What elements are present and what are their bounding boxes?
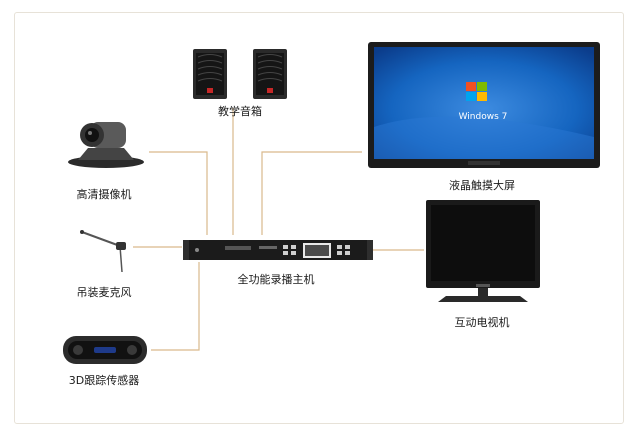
sensor-device [62, 334, 148, 366]
microphone-device [80, 228, 136, 274]
wire-camera [149, 151, 208, 235]
tv-label: 互动电视机 [454, 316, 510, 329]
wire-touchscreen [261, 151, 362, 235]
windows-version: 7 [501, 112, 508, 122]
windows-brand: Windows [458, 112, 499, 122]
sensor-label: 3D跟踪传感器 [68, 374, 140, 387]
recorder-host [183, 238, 373, 262]
recorder-label: 全功能录播主机 [237, 273, 315, 286]
microphone-label: 吊装麦克风 [76, 286, 132, 299]
speaker-right [252, 48, 288, 100]
speaker-left [192, 48, 228, 100]
camera-label: 高清摄像机 [76, 188, 132, 201]
camera-device [64, 118, 146, 170]
wire-sensor [151, 262, 200, 351]
touchscreen-label: 液晶触摸大屏 [449, 179, 515, 192]
speakers-label: 教学音箱 [218, 105, 262, 118]
windows-logo-text: Windows 7 [459, 112, 508, 122]
touchscreen-display [368, 42, 600, 168]
tv-device [424, 198, 542, 308]
